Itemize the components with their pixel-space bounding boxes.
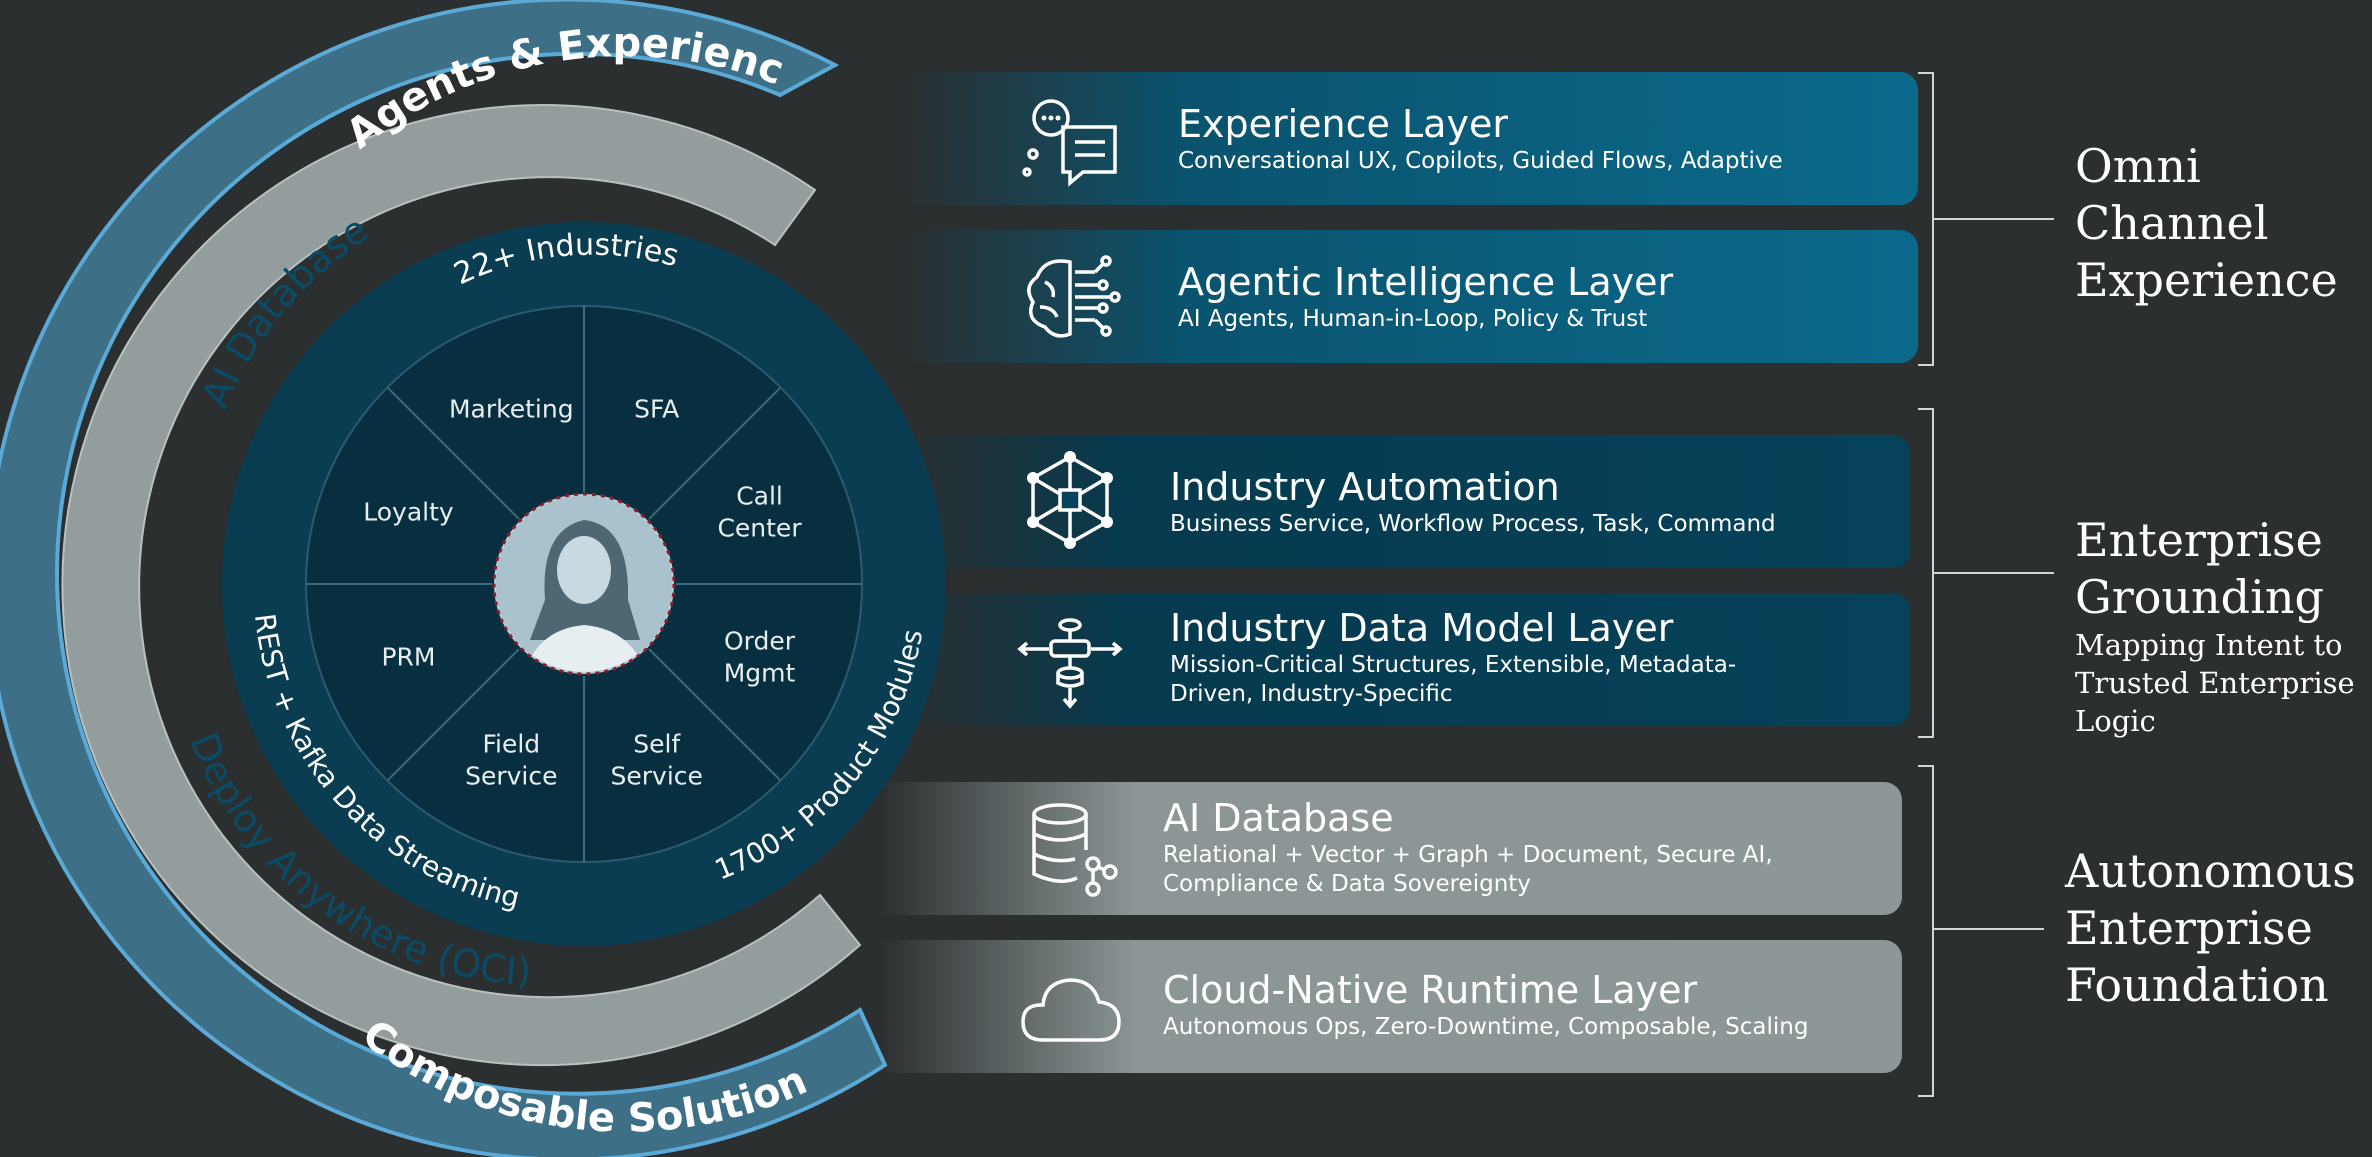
outer-ring <box>0 0 888 1157</box>
bracket-omni-channel <box>1918 72 1934 366</box>
segment-divider <box>648 386 782 520</box>
group-label-omni-channel: Omni Channel Experience <box>2075 138 2338 309</box>
layer-band-ai-database: AI Database Relational + Vector + Graph … <box>880 782 1902 915</box>
cloud-icon <box>1021 978 1121 1042</box>
group-label-enterprise-grounding: Enterprise Grounding Mapping Intent to T… <box>2075 512 2355 740</box>
group-label-subline: Mapping Intent to <box>2075 628 2343 662</box>
group-label-line: Omni <box>2075 139 2201 193</box>
layer-subtitle: Business Service, Workflow Process, Task… <box>1170 511 1776 537</box>
layer-band-industry-data-model: Industry Data Model Layer Mission-Critic… <box>900 593 1910 726</box>
person-avatar-icon <box>492 492 676 676</box>
wheel-segment-label: Loyalty <box>363 497 454 526</box>
group-label-line: Experience <box>2075 253 2338 307</box>
middle-ring <box>61 104 862 1067</box>
layer-subtitle: Mission-Critical Structures, Extensible,… <box>1170 652 1737 707</box>
bracket-tick <box>1934 218 2054 220</box>
layer-title: Experience Layer <box>1178 102 1508 146</box>
wheel-segment-label: Marketing <box>449 394 574 423</box>
chat-bubbles-icon <box>1022 99 1117 187</box>
group-label-line: Grounding <box>2075 570 2324 624</box>
bracket-tick <box>1934 572 2054 574</box>
layer-title: Agentic Intelligence Layer <box>1178 260 1674 304</box>
bracket-tick <box>1934 928 2044 930</box>
wheel-segment-label: SFA <box>634 394 679 423</box>
layer-band-agentic: Agentic Intelligence Layer AI Agents, Hu… <box>900 230 1918 363</box>
group-label-line: Foundation <box>2065 958 2329 1012</box>
layer-title: Cloud-Native Runtime Layer <box>1163 968 1698 1012</box>
group-label-subline: Logic <box>2075 704 2156 738</box>
network-hexagon-icon <box>1027 451 1113 549</box>
bracket-enterprise-grounding <box>1918 408 1934 738</box>
group-label-line: Channel <box>2075 196 2269 250</box>
layer-title: Industry Automation <box>1170 465 1560 509</box>
group-label-subline: Trusted Enterprise <box>2075 666 2355 700</box>
segment-divider <box>648 648 782 782</box>
segment-divider <box>386 648 520 782</box>
group-label-autonomous-foundation: Autonomous Enterprise Foundation <box>2065 843 2356 1014</box>
layer-subtitle: Conversational UX, Copilots, Guided Flow… <box>1178 148 1783 174</box>
group-label-line: Enterprise <box>2075 513 2323 567</box>
layer-band-experience: Experience Layer Conversational UX, Copi… <box>900 72 1918 205</box>
layer-subtitle: Relational + Vector + Graph + Document, … <box>1163 842 1773 897</box>
layer-band-cloud-runtime: Cloud-Native Runtime Layer Autonomous Op… <box>880 940 1902 1073</box>
group-label-line: Autonomous <box>2065 844 2356 898</box>
layer-subtitle: Autonomous Ops, Zero-Downtime, Composabl… <box>1163 1014 1809 1040</box>
bracket-autonomous-foundation <box>1918 765 1934 1097</box>
brain-circuit-icon <box>1027 255 1121 338</box>
layer-title: AI Database <box>1163 796 1394 840</box>
database-icon <box>1032 803 1118 897</box>
layer-subtitle: AI Agents, Human-in-Loop, Policy & Trust <box>1178 306 1648 332</box>
layer-title: Industry Data Model Layer <box>1170 606 1674 650</box>
wheel-segment-label: PRM <box>381 643 435 672</box>
group-label-line: Enterprise <box>2065 901 2313 955</box>
layer-band-industry-automation: Industry Automation Business Service, Wo… <box>900 435 1910 568</box>
data-model-arrows-icon <box>1017 618 1123 709</box>
segment-divider <box>386 386 520 520</box>
